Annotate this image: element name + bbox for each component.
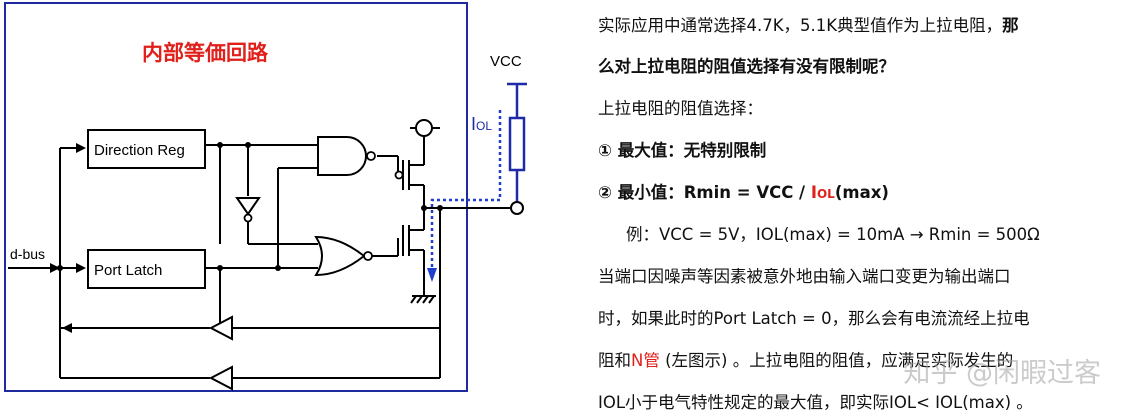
pullup-resistor [508,116,526,172]
paragraph-line: IOL小于电气特性规定的最大值，即实际IOL< IOL(max) 。 [598,393,1033,412]
equivalent-circuit-frame [4,2,468,392]
dbus-wires [8,127,510,379]
max-value-line: ① 最大值：无特别限制 [598,141,767,160]
paragraph-line: 实际应用中通常选择4.7K，5.1K典型值作为上拉电阻，那 [598,16,1019,35]
example-line: 例：VCC = 5V，IOL(max) = 10mA → Rmin = 500Ω [626,225,1040,244]
port-latch-label: Port Latch [94,262,162,279]
paragraph-line: 时，如果此时的Port Latch = 0，那么会有电流流经上拉电 [598,309,1030,328]
paragraph-line: 上拉电阻的阻值选择： [598,99,763,118]
junction-dot [57,265,63,271]
pullup-wires [507,82,527,202]
direction-reg-box [87,129,206,169]
diagram-title: 内部等価回路 [142,41,269,65]
arrow-dbus-junction [50,263,60,273]
junction-dot [421,205,427,211]
arrow-to-dbus-1 [62,323,72,333]
watermark: 知乎 @闲暇过客 [903,358,1101,389]
readback-buffer-2 [208,365,233,391]
min-value-line: ② 最小值：Rmin = VCC / IOL(max) [598,183,889,202]
circuit-diagram: 内部等価回路 Direction Reg Port Latch d-bus [4,2,527,392]
nor-bubble [363,251,373,261]
vcc-label: VCC [490,53,522,70]
junction-dot [217,265,223,271]
nand-gate [317,136,367,176]
readback-buffer-1 [208,315,233,341]
junction-dot [437,205,443,211]
io-pad [510,201,524,215]
explanation-panel: 实际应用中通常选择4.7K，5.1K典型值作为上拉电阻，那 么对上拉电阻的阻值选… [598,0,1131,418]
direction-reg-label: Direction Reg [94,142,185,159]
junction-dot [245,142,251,148]
junction-dot [275,265,281,271]
paragraph-line: 阻和N管 (左图示) 。上拉电阻的阻值，应满足实际发生的 [598,351,1014,370]
arrow-into-port-latch [76,263,86,273]
vdd-symbol [415,119,433,137]
inverter-bubble [243,213,253,223]
paragraph-line: 么对上拉电阻的阻值选择有没有限制呢？ [598,57,895,76]
current-path [430,110,502,268]
junction-dot [217,142,223,148]
nor-gate [314,235,366,277]
port-latch-box [87,249,206,289]
iol-label: IOL [471,114,492,134]
inverter-symbol [235,197,261,216]
dbus-label: d-bus [10,246,45,262]
nand-bubble [366,151,376,161]
current-arrow [427,268,437,282]
arrow-into-direction-reg [76,143,86,153]
pmos-gate-bubble [394,170,404,180]
paragraph-line: 当端口因噪声等因素被意外地由输入端口变更为输出端口 [598,267,1011,286]
